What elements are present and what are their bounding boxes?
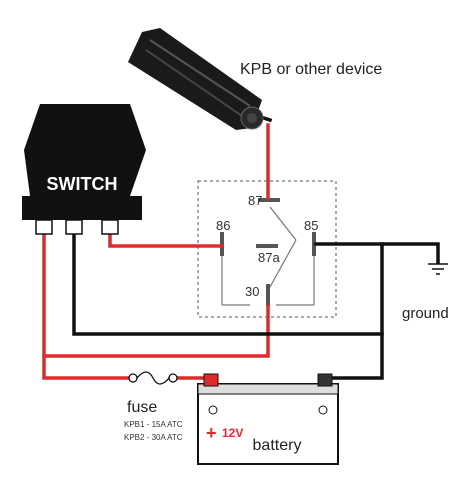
battery-voltage: 12V: [222, 426, 243, 440]
relay-pin-87a: 87a: [258, 250, 280, 265]
battery-plus: +: [206, 423, 217, 443]
relay-pin-30: 30: [245, 284, 259, 299]
relay-pin-86: 86: [216, 218, 230, 233]
switch: SWITCH: [22, 104, 146, 235]
fuse-note-1: KPB1 - 15A ATC: [124, 420, 183, 429]
fuse-note-2: KPB2 - 30A ATC: [124, 433, 183, 442]
ground-label: ground: [402, 305, 449, 322]
device-light-bar: [128, 28, 264, 130]
battery-label: battery: [253, 437, 302, 454]
ground-symbol: [428, 263, 448, 275]
relay-terminals: [220, 198, 316, 306]
battery: + 12V battery: [197, 373, 339, 465]
relay-pin-85: 85: [304, 218, 318, 233]
fuse-label: fuse: [127, 399, 157, 416]
fuse: [128, 371, 178, 385]
device-label: KPB or other device: [240, 61, 382, 78]
switch-label: SWITCH: [47, 174, 118, 194]
relay-pin-87: 87: [248, 193, 262, 208]
relay-internals: [221, 206, 315, 306]
